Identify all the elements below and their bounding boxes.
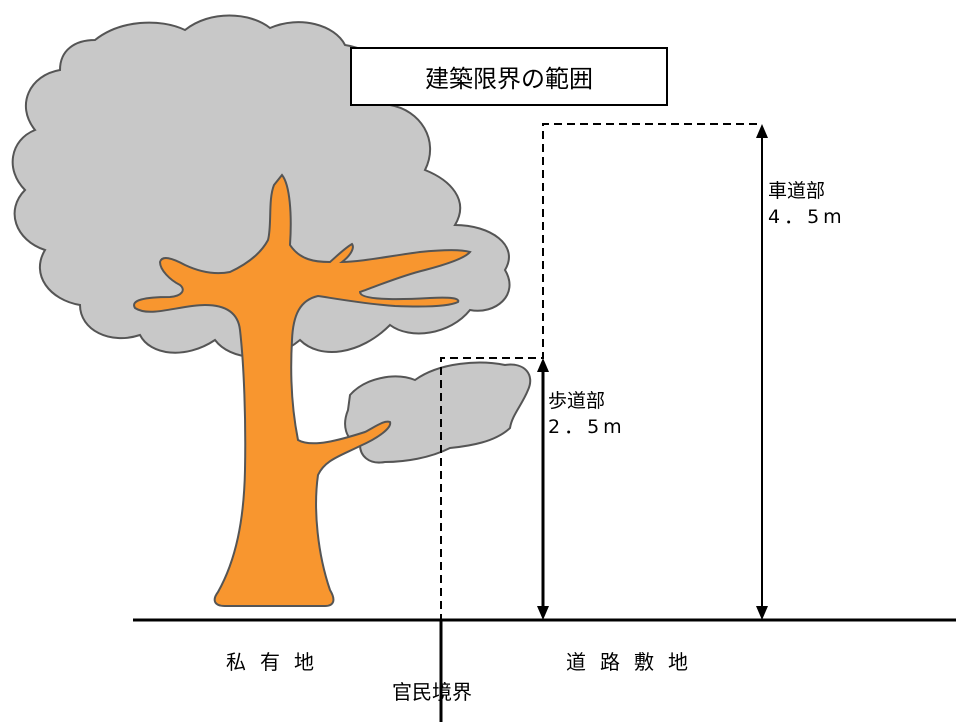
sidewalk-arrow-head-bottom — [537, 606, 549, 620]
roadway-height-value: 4．5m — [768, 206, 846, 228]
tree-trunk — [133, 173, 472, 607]
roadway-arrow-head-top — [756, 124, 768, 138]
roadway-label: 車道部 — [768, 180, 826, 202]
road-site-label: 道路敷地 — [566, 650, 702, 674]
diagram-title: 建築限界の範囲 — [425, 65, 593, 93]
sidewalk-arrow-head-top — [537, 358, 549, 372]
title-box: 建築限界の範囲 — [350, 47, 668, 106]
sidewalk-height-value: 2．5m — [548, 416, 626, 438]
branch-foliage — [344, 361, 532, 464]
boundary-label: 官民境界 — [392, 680, 472, 704]
sidewalk-label: 歩道部 — [548, 390, 606, 412]
private-land-label: 私有地 — [226, 650, 328, 674]
roadway-arrow-head-bottom — [756, 606, 768, 620]
